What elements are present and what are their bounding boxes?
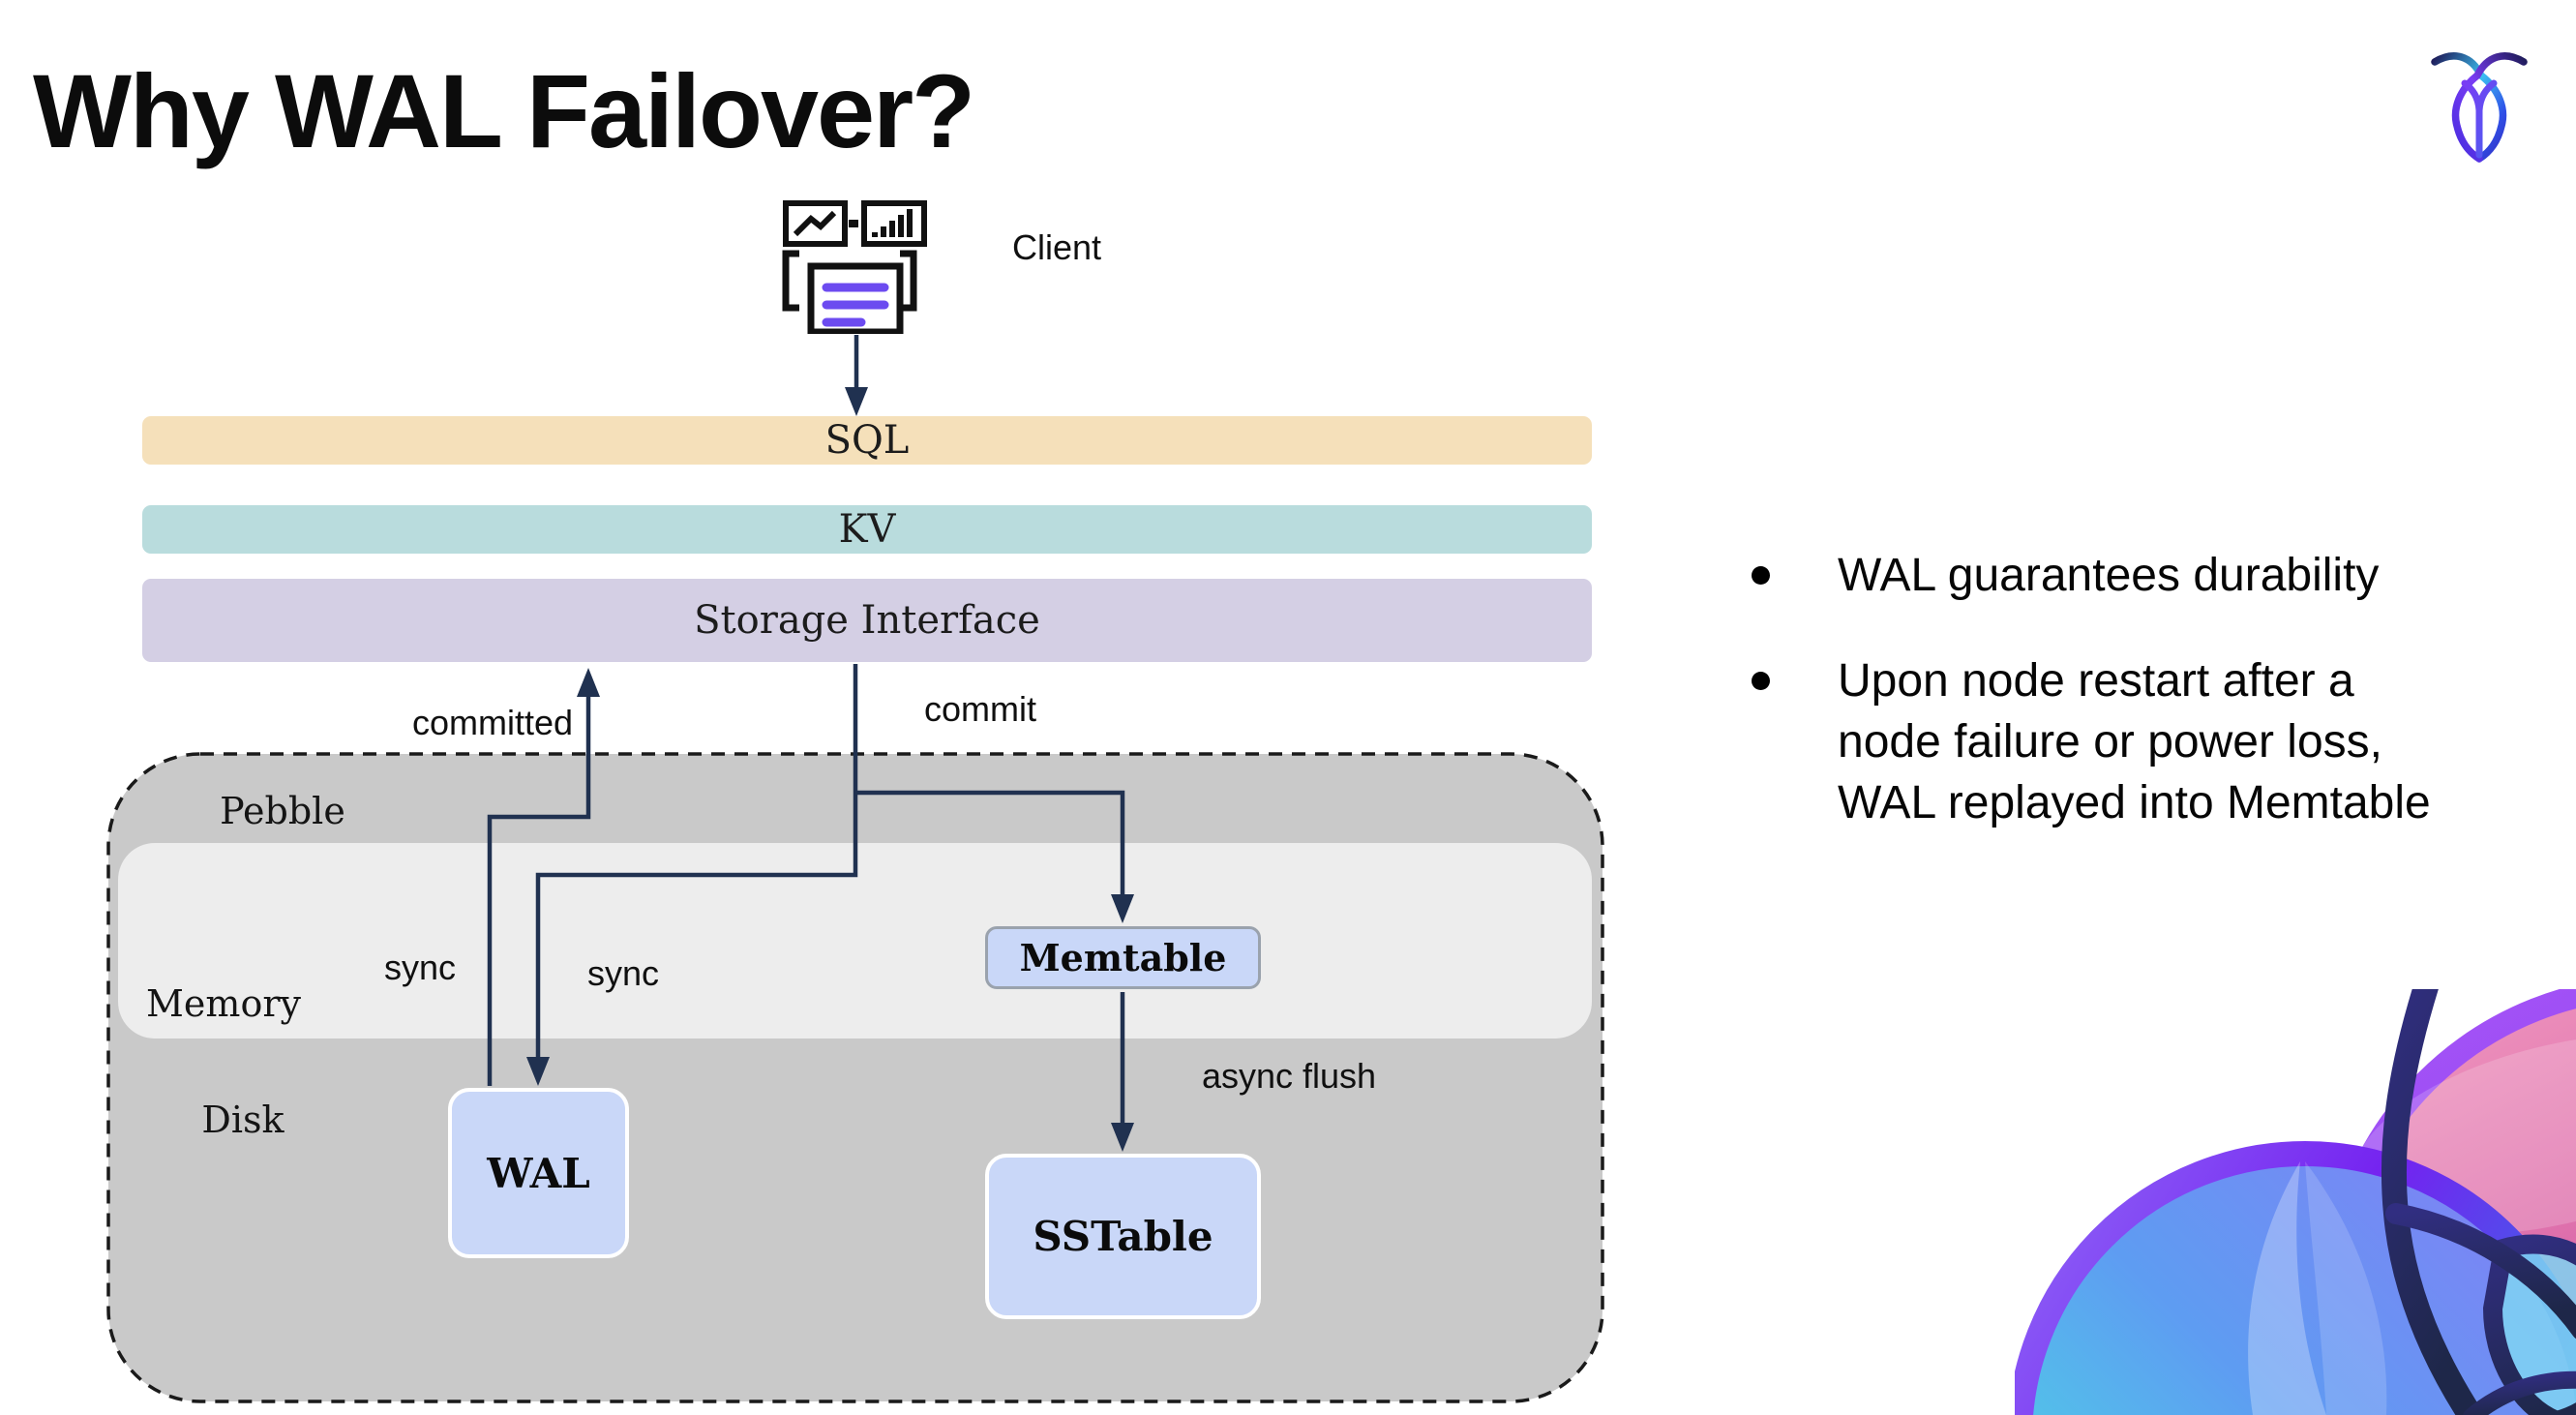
wal-node: WAL: [448, 1088, 629, 1258]
edge-commit-sync-wal: [535, 664, 858, 1057]
bullet-line: Upon node restart after a: [1838, 655, 2354, 707]
blue-leaf-highlight: [2305, 1161, 2387, 1415]
bullet-dot: [1752, 672, 1770, 690]
committed-label: committed: [411, 703, 574, 742]
arrowhead-committed: [577, 668, 600, 697]
pebble-label: Pebble: [220, 790, 345, 832]
document-icon: [807, 262, 904, 334]
bar-chart-monitor-icon: [861, 200, 927, 247]
edge-commit-memtable: [855, 790, 1125, 894]
chart-monitor-icon: [783, 200, 848, 247]
bullet-text: Upon node restart after a node failure o…: [1838, 650, 2431, 833]
branch-vein: [2385, 1203, 2576, 1340]
right-bracket-icon: [900, 250, 917, 312]
disk-label: Disk: [201, 1099, 285, 1141]
commit-label: commit: [924, 689, 1036, 729]
bullet-line: WAL guarantees durability: [1838, 550, 2380, 601]
layer-sql: SQL: [142, 416, 1592, 465]
sync-right-label: sync: [586, 953, 660, 993]
bullet-line: WAL replayed into Memtable: [1838, 777, 2431, 828]
client-icon: [782, 200, 927, 334]
left-bracket-icon: [782, 250, 799, 312]
leaf-outline-vein: [2482, 1234, 2576, 1415]
layer-storage-interface-label: Storage Interface: [694, 598, 1040, 643]
sstable-node: SSTable: [985, 1154, 1261, 1319]
bullet-dot: [1752, 566, 1770, 585]
sstable-label: SSTable: [1033, 1213, 1213, 1260]
arrowhead-memtable: [1111, 894, 1134, 923]
layer-kv: KV: [142, 505, 1592, 554]
bottom-vein: [2463, 1370, 2576, 1415]
blue-leaf-highlight: [2248, 1161, 2326, 1415]
edge-lines: [487, 335, 1125, 1123]
wal-label: WAL: [487, 1149, 590, 1197]
bullet-text: WAL guarantees durability: [1838, 545, 2379, 606]
memtable-label: Memtable: [1019, 936, 1227, 979]
cockroachdb-logo-icon: [2431, 52, 2528, 163]
layer-storage-interface: Storage Interface: [142, 579, 1592, 662]
sync-left-label: sync: [383, 948, 457, 987]
memtable-node: Memtable: [985, 926, 1261, 989]
bullet-item-2: Upon node restart after a node failure o…: [1752, 650, 2545, 833]
arrowhead-sstable: [1111, 1123, 1134, 1152]
page-title: Why WAL Failover?: [33, 52, 975, 169]
corner-brand-art: [2015, 989, 2576, 1415]
layer-kv-label: KV: [838, 507, 896, 552]
async-flush-label: async flush: [1201, 1056, 1377, 1096]
memory-band: [118, 843, 1592, 1039]
arrowheads: [526, 387, 1134, 1152]
bullet-item-1: WAL guarantees durability: [1752, 545, 2545, 606]
client-label: Client: [1011, 227, 1102, 267]
bullet-line: node failure or power loss,: [1838, 716, 2382, 768]
arrowhead-sql: [845, 387, 868, 416]
edge-committed: [487, 697, 591, 1086]
layer-sql-label: SQL: [824, 418, 910, 463]
memory-label: Memory: [146, 982, 301, 1025]
arrowhead-wal: [526, 1057, 550, 1086]
